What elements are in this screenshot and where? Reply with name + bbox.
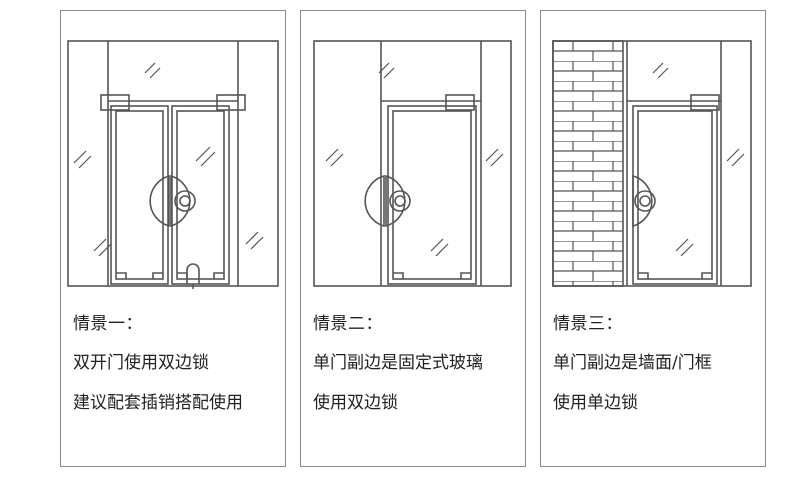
top-patch-fitting-right — [216, 94, 246, 111]
floor-bolt — [186, 263, 200, 284]
scene-title: 情景二： — [313, 314, 383, 334]
scene-title: 情景一： — [73, 314, 143, 334]
single-door-wall-diagram — [552, 40, 752, 287]
scene-description-line-1: 单门副边是墙面/门框 — [553, 353, 712, 373]
lock-cylinder-icon — [634, 190, 656, 212]
outer-frame — [67, 40, 279, 287]
scene-description-line-1: 双开门使用双边锁 — [73, 353, 209, 373]
glass-reflection-marks — [73, 62, 264, 257]
left-door-leaf — [110, 105, 169, 285]
scene-panel-2: 情景二： 单门副边是固定式玻璃 使用双边锁 — [300, 10, 526, 467]
scene-description-line-2: 使用单边锁 — [553, 393, 638, 413]
scene-description-line-2: 使用双边锁 — [313, 393, 398, 413]
scene-description-line-1: 单门副边是固定式玻璃 — [313, 353, 483, 373]
scene-title: 情景三： — [553, 314, 623, 334]
outer-frame — [313, 40, 512, 287]
top-patch-fitting — [690, 94, 720, 111]
lock-cylinder-icon — [389, 190, 411, 212]
scene-panel-3: 情景三： 单门副边是墙面/门框 使用单边锁 — [540, 10, 766, 467]
double-lock-left-half — [149, 174, 170, 228]
door-leaf — [387, 105, 477, 285]
door-leaf — [632, 105, 718, 285]
right-door-leaf — [171, 105, 230, 285]
single-door-fixed-glass-diagram — [313, 40, 512, 287]
top-patch-fitting-left — [100, 94, 130, 111]
glass-reflection-marks — [652, 62, 745, 257]
lock-cylinder-icon — [174, 190, 196, 212]
single-lock — [632, 174, 653, 228]
double-lock-left-half — [364, 174, 385, 228]
double-door-diagram — [67, 40, 279, 289]
scene-panel-1: 情景一： 双开门使用双边锁 建议配套插销搭配使用 — [60, 10, 286, 467]
top-patch-fitting — [445, 94, 475, 111]
glass-reflection-marks — [325, 62, 504, 257]
brick-wall — [552, 40, 624, 287]
outer-frame — [552, 40, 752, 287]
scene-description-line-2: 建议配套插销搭配使用 — [73, 393, 243, 413]
